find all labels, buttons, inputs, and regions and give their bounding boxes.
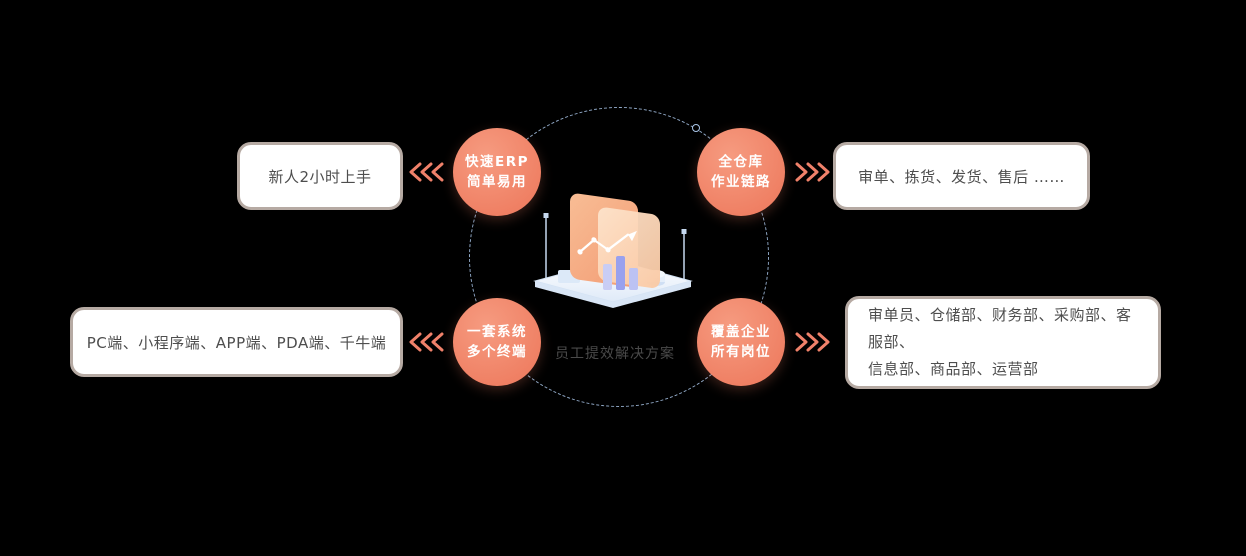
diagram-title: 员工提效解决方案 bbox=[555, 346, 675, 362]
double-chevron-right-icon bbox=[794, 161, 832, 183]
orbit-dashed-circle bbox=[469, 107, 769, 407]
orbit-dot bbox=[692, 124, 700, 132]
node-label-line1: 一套系统 bbox=[467, 323, 527, 340]
result-box-fast-erp: 新人2小时上手 bbox=[237, 142, 403, 210]
result-text: 新人2小时上手 bbox=[268, 167, 372, 186]
result-text: 审单员、仓储部、财务部、采购部、客服部、 信息部、商品部、运营部 bbox=[868, 306, 1132, 378]
result-text: PC端、小程序端、APP端、PDA端、千牛端 bbox=[86, 333, 387, 352]
node-fast-erp: 快速ERP 简单易用 bbox=[453, 128, 541, 216]
node-label-line2: 简单易用 bbox=[467, 173, 527, 190]
node-label-line2: 多个终端 bbox=[467, 343, 527, 360]
node-one-system: 一套系统 多个终端 bbox=[453, 298, 541, 386]
result-text: 审单、拣货、发货、售后 …… bbox=[858, 167, 1065, 186]
node-label-line1: 全仓库 bbox=[718, 153, 764, 170]
node-label-line1: 快速ERP bbox=[464, 153, 529, 170]
node-all-positions: 覆盖企业 所有岗位 bbox=[697, 298, 785, 386]
double-chevron-right-icon bbox=[794, 331, 832, 353]
node-label-line2: 所有岗位 bbox=[711, 343, 771, 360]
node-warehouse-chain: 全仓库 作业链路 bbox=[697, 128, 785, 216]
result-box-one-system: PC端、小程序端、APP端、PDA端、千牛端 bbox=[70, 307, 403, 377]
double-chevron-left-icon bbox=[407, 331, 445, 353]
node-label-line1: 覆盖企业 bbox=[711, 323, 771, 340]
node-label-line2: 作业链路 bbox=[711, 173, 771, 190]
result-box-warehouse-chain: 审单、拣货、发货、售后 …… bbox=[833, 142, 1090, 210]
double-chevron-left-icon bbox=[407, 161, 445, 183]
result-box-all-positions: 审单员、仓储部、财务部、采购部、客服部、 信息部、商品部、运营部 bbox=[845, 296, 1161, 389]
